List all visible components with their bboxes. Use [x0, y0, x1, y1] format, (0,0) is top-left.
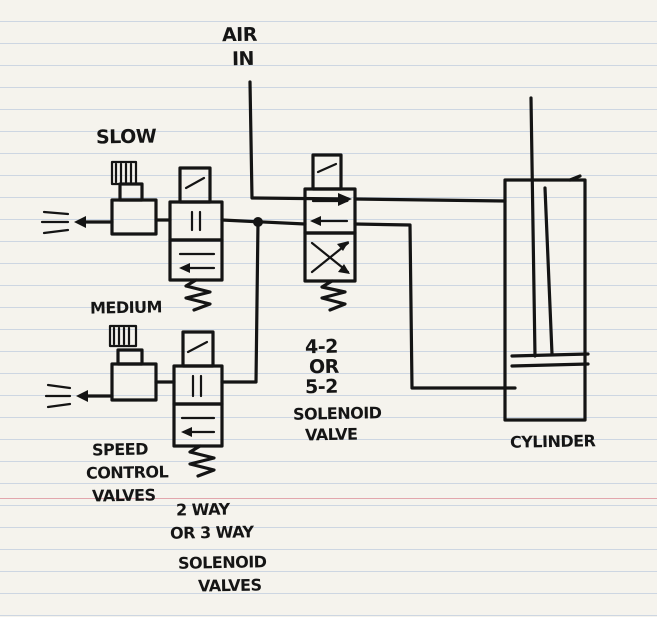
solenoid-valves-label-line3: SOLENOID	[177, 552, 267, 573]
valve-label-line3: 5-2	[304, 375, 339, 399]
medium-speed-valve-body	[110, 362, 158, 402]
solenoid-valves-label-line4: VALVES	[197, 575, 262, 596]
cylinder-rod	[529, 96, 537, 358]
cylinder-piston-top	[510, 352, 590, 358]
medium-label: MEDIUM	[89, 297, 163, 318]
solenoid-valves-label-line2: OR 3 WAY	[169, 522, 254, 543]
medium-valve-coil	[181, 330, 215, 368]
slow-solenoid-valve	[168, 166, 224, 312]
cylinder-rod-inner	[543, 186, 554, 356]
air-supply-line	[248, 80, 352, 205]
slow-exhaust-icon	[40, 210, 70, 235]
solenoid-valves-label-line1: 2 WAY	[175, 499, 230, 520]
valve-label-line5: VALVE	[304, 424, 358, 445]
slow-valve-upper-block	[168, 200, 224, 242]
cylinder	[503, 96, 590, 422]
medium-valve-upper-block	[172, 364, 224, 406]
speed-control-label-line1: SPEED	[91, 439, 149, 460]
air-in-label-line2: IN	[231, 47, 255, 71]
slow-adjust-knob	[110, 160, 138, 186]
medium-adjust-knob	[108, 324, 138, 348]
medium-valve-lower-block	[172, 402, 224, 448]
slow-speed-control-valve	[40, 160, 172, 236]
speed-control-label-line3: VALVES	[91, 485, 156, 506]
valve-label-line4: SOLENOID	[292, 403, 382, 424]
cylinder-label: CYLINDER	[509, 431, 596, 452]
air-in-label-line1: AIR	[221, 23, 258, 47]
cylinder-piston-bottom	[510, 362, 590, 368]
slow-speed-valve-body	[110, 198, 158, 236]
slow-label: SLOW	[95, 125, 157, 149]
cylinder-body	[503, 178, 587, 422]
red-margin-line	[0, 498, 657, 499]
valve-upper-block	[303, 187, 357, 235]
valve-to-cylinder-lines	[353, 197, 517, 390]
medium-exhaust-icon	[44, 383, 72, 409]
exhaust-line	[220, 217, 307, 384]
medium-solenoid-valve	[172, 330, 224, 478]
speed-control-label-line2: CONTROL	[85, 462, 169, 483]
slow-valve-lower-block	[168, 238, 224, 282]
slow-valve-coil	[178, 166, 212, 204]
four-two-solenoid-valve	[303, 153, 357, 312]
medium-speed-control-valve	[44, 324, 176, 409]
